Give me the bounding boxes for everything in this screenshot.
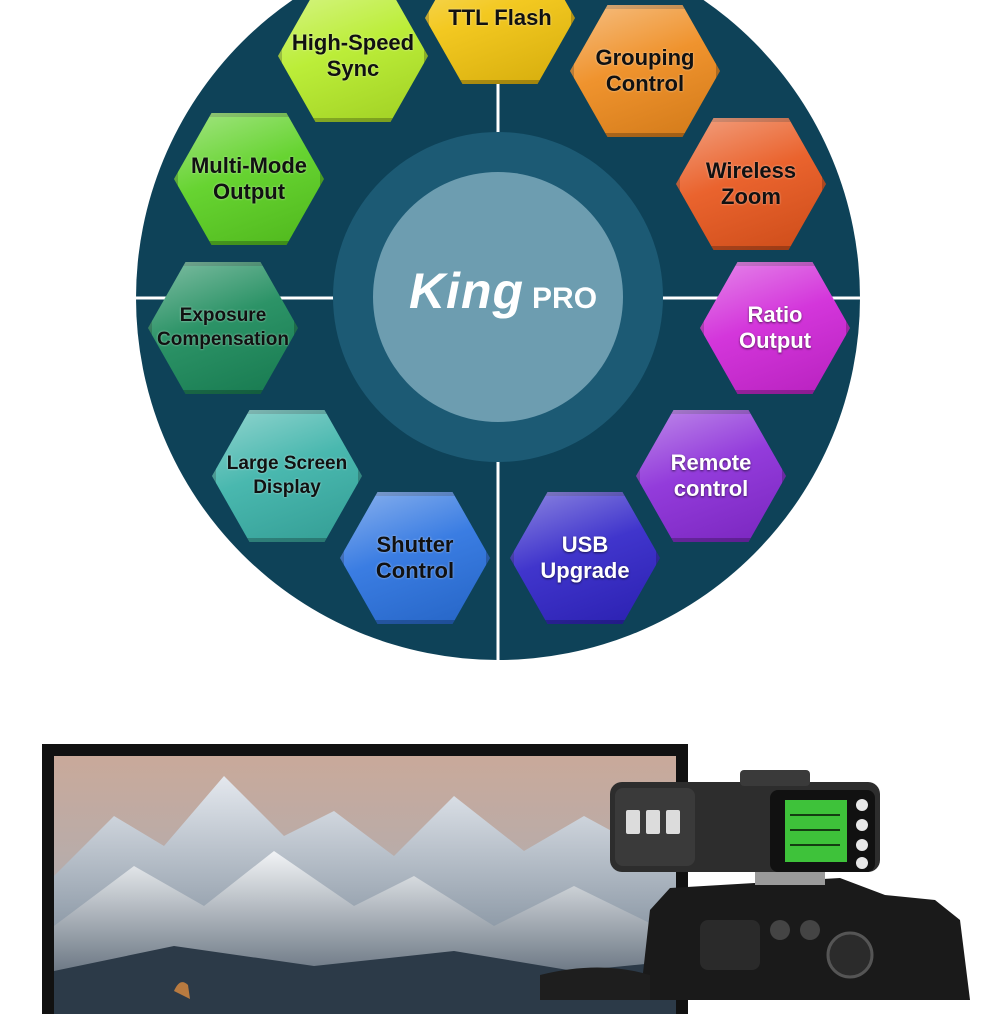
trigger-camera-illustration xyxy=(540,770,970,1000)
hexagon-shape xyxy=(570,5,720,137)
feature-label: Large Screen Display xyxy=(226,453,348,498)
feature-hexagon-remote-control: Remote control xyxy=(636,410,786,542)
feature-label: Wireless Zoom xyxy=(705,158,797,209)
hexagon-shape xyxy=(174,113,324,245)
feature-label: USB Upgrade xyxy=(540,532,630,583)
hexagon-shape xyxy=(510,492,660,624)
feature-hexagon-usb-upgrade: USB Upgrade xyxy=(510,492,660,624)
hexagon-gloss xyxy=(570,5,720,137)
hexagon-shape xyxy=(340,492,490,624)
feature-label: Shutter Control xyxy=(375,532,455,583)
feature-label: Exposure Compensation xyxy=(157,305,289,350)
landscape-photo xyxy=(54,756,676,1014)
hexagon-gloss xyxy=(340,492,490,624)
flash-trigger-on-camera xyxy=(540,760,1000,1000)
feature-hexagon-exposure-compensation: Exposure Compensation xyxy=(148,262,298,394)
feature-hexagon-large-screen-display: Large Screen Display xyxy=(212,410,362,542)
feature-label: Remote control xyxy=(670,450,752,501)
feature-label: Grouping Control xyxy=(595,45,695,96)
hexagon-shape xyxy=(148,262,298,394)
feature-label: TTL Flash xyxy=(448,5,552,30)
hexagon-gloss xyxy=(700,262,850,394)
hexagon-gloss xyxy=(676,118,826,250)
feature-label: Multi-Mode Output xyxy=(190,153,308,204)
feature-hexagon-ratio-output: Ratio Output xyxy=(700,262,850,394)
feature-label: Ratio Output xyxy=(738,302,812,353)
hexagon-shape xyxy=(212,410,362,542)
feature-hexagon-shutter-control: Shutter Control xyxy=(340,492,490,624)
hexagon-gloss xyxy=(636,410,786,542)
feature-hexagon-multi-mode-output: Multi-Mode Output xyxy=(174,113,324,245)
hexagon-shape xyxy=(700,262,850,394)
hexagon-shape xyxy=(636,410,786,542)
feature-hexagon-ttl-flash: TTL Flash xyxy=(425,0,575,84)
hexagon-shape xyxy=(676,118,826,250)
feature-hexagon-grouping-control: Grouping Control xyxy=(570,5,720,137)
hexagon-gloss xyxy=(212,410,362,542)
hexagon-gloss xyxy=(148,262,298,394)
mountain-scene xyxy=(54,756,676,1014)
hexagon-gloss xyxy=(174,113,324,245)
center-disc xyxy=(373,172,623,422)
feature-hexagon-wireless-zoom: Wireless Zoom xyxy=(676,118,826,250)
feature-hexagon-high-speed-sync: High-Speed Sync xyxy=(278,0,428,122)
feature-label: High-Speed Sync xyxy=(291,30,415,81)
hexagon-gloss xyxy=(510,492,660,624)
brand-name: King xyxy=(408,263,525,319)
brand-suffix: PRO xyxy=(532,282,598,315)
